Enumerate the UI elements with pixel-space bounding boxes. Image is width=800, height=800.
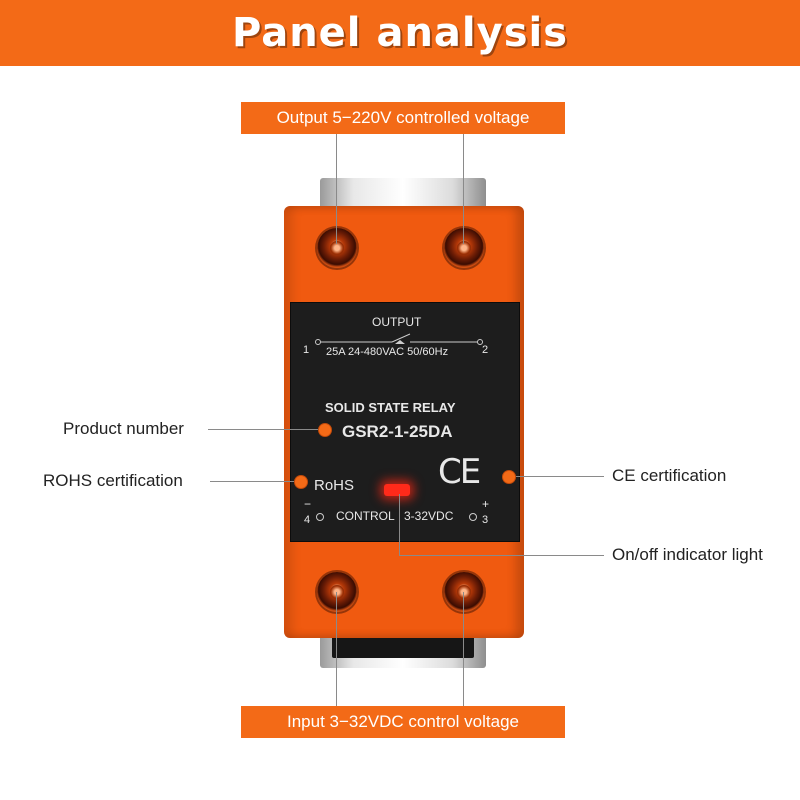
product-number-callout: Product number (63, 419, 184, 438)
leader-output-1 (336, 134, 337, 244)
leader-indicator-horizontal (399, 555, 604, 556)
leader-output-2 (463, 134, 464, 244)
output-terminal-screw-1 (317, 228, 357, 268)
input-voltage-banner: Input 3−32VDC control voltage (241, 706, 565, 738)
callout-dot-product-number (318, 423, 332, 437)
control-label: CONTROL (336, 509, 395, 523)
input-terminal-screw-2 (444, 572, 484, 612)
callout-dot-rohs (294, 475, 308, 489)
input-terminal-screw-1 (317, 572, 357, 612)
output-label: OUTPUT (372, 315, 422, 329)
terminal-2-label: 2 (482, 344, 489, 356)
leader-product-number (208, 429, 320, 430)
control-terminal-dot-4 (316, 513, 324, 521)
output-switch-symbol (315, 333, 483, 345)
leader-ce (512, 476, 604, 477)
output-voltage-label: Output 5−220V controlled voltage (276, 108, 530, 127)
leader-input-2 (463, 592, 464, 706)
terminal-3-label: 3 (482, 514, 489, 526)
terminal-minus-label: − (304, 497, 312, 511)
rohs-mark: RoHS (314, 477, 355, 494)
terminal-1-label: 1 (303, 344, 310, 356)
control-terminal-dot-3 (469, 513, 477, 521)
terminal-plus-label: + (482, 497, 490, 511)
output-terminal-screw-2 (444, 228, 484, 268)
model-number: GSR2-1-25DA (342, 422, 453, 441)
input-voltage-label: Input 3−32VDC control voltage (286, 712, 519, 731)
callout-dot-ce (502, 470, 516, 484)
leader-rohs (210, 481, 296, 482)
ce-callout: CE certification (612, 466, 727, 485)
relay-type: SOLID STATE RELAY (325, 400, 456, 415)
indicator-led (384, 484, 410, 496)
header-bar: Panel analysis (0, 0, 800, 66)
indicator-callout: On/off indicator light (612, 545, 763, 564)
rohs-callout: ROHS certification (43, 471, 183, 490)
leader-indicator-vertical (399, 494, 400, 555)
terminal-4-label: 4 (304, 514, 311, 526)
output-voltage-banner: Output 5−220V controlled voltage (241, 102, 565, 134)
page-title: Panel analysis (231, 10, 569, 56)
control-rating: 3-32VDC (404, 509, 454, 523)
leader-input-1 (336, 592, 337, 706)
output-rating: 25A 24-480VAC 50/60Hz (326, 346, 449, 358)
ce-mark: CE (438, 452, 481, 492)
